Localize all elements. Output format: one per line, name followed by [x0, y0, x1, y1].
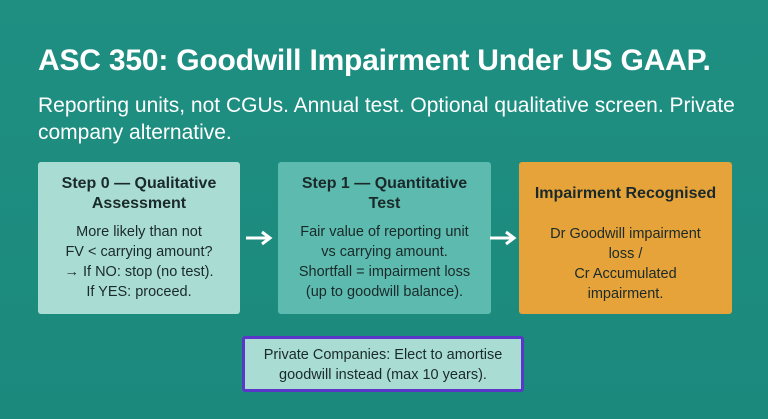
step-1-body: Fair value of reporting unit vs carrying…	[286, 222, 483, 302]
impairment-line: Cr Accumulated	[574, 266, 677, 282]
step-1-line: (up to goodwill balance).	[305, 284, 464, 300]
step-0-heading: Step 0 — Qualitative Assessment	[61, 175, 217, 212]
step-0-box: Step 0 — Qualitative Assessment More lik…	[38, 162, 240, 314]
step-0-line: → If NO: stop (no test).	[64, 264, 214, 280]
impairment-box: Impairment Recognised Dr Goodwill impair…	[519, 162, 732, 314]
page-subtitle: Reporting units, not CGUs. Annual test. …	[38, 94, 735, 144]
note-line: Private Companies: Elect to amortise	[263, 347, 503, 363]
step-1-line: Fair value of reporting unit	[300, 224, 469, 240]
step-1-line: vs carrying amount.	[321, 244, 448, 260]
note-line: goodwill instead (max 10 years).	[279, 367, 487, 383]
arrow-right-icon	[246, 230, 273, 246]
impairment-body: Dr Goodwill impairment loss / Cr Accumul…	[527, 224, 724, 304]
impairment-line: Dr Goodwill impairment	[550, 226, 701, 242]
page-title: ASC 350: Goodwill Impairment Under US GA…	[38, 44, 711, 77]
step-0-line: More likely than not	[76, 224, 202, 240]
step-1-box: Step 1 — Quantitative Test Fair value of…	[278, 162, 491, 314]
step-0-line: If YES: proceed.	[86, 284, 192, 300]
step-1-heading: Step 1 — Quantitative Test	[301, 175, 468, 212]
impairment-line: impairment.	[587, 286, 664, 302]
step-1-line: Shortfall = impairment loss	[298, 264, 471, 280]
step-0-body: More likely than not FV < carrying amoun…	[46, 222, 232, 302]
impairment-heading: Impairment Recognised	[534, 185, 717, 202]
arrow-right-icon	[490, 230, 517, 246]
impairment-line: loss /	[608, 246, 643, 262]
private-company-note: Private Companies: Elect to amortise goo…	[242, 336, 524, 392]
step-0-line: FV < carrying amount?	[65, 244, 213, 260]
